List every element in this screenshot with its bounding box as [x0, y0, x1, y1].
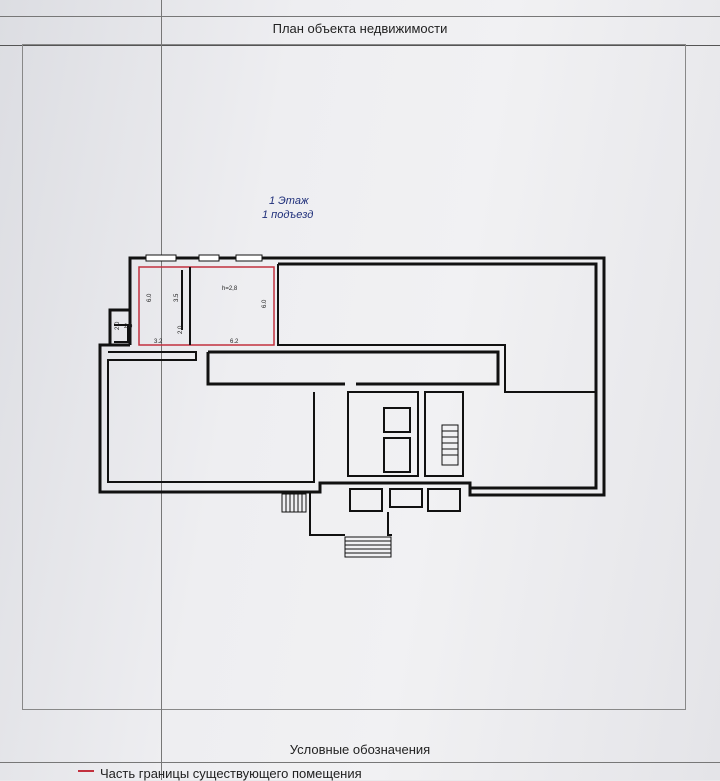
bottom-room-2 [389, 488, 423, 508]
dim-label-1: 6.0 [147, 293, 153, 302]
upper-right-room [278, 262, 598, 490]
legend-item: Часть границы существующего помещения [100, 766, 362, 781]
header-band [0, 16, 720, 46]
legend-title: Условные обозначения [289, 742, 431, 757]
highlighted-premises [138, 266, 275, 346]
bottom-wall-2 [387, 512, 392, 536]
dim-label-8: 6.2 [230, 339, 239, 345]
room-height-label: h=2,8 [222, 286, 238, 292]
left-room [107, 351, 315, 483]
dim-label-2: 3.5 [174, 293, 180, 302]
dim-label-7: 2.0 [178, 325, 184, 334]
bottom-wall [309, 492, 345, 536]
bottom-room-1 [349, 488, 383, 512]
central-block [347, 391, 419, 477]
shaft-1 [383, 407, 411, 433]
entrance-label: 1 подъезд [262, 209, 314, 221]
bottom-room-3 [427, 488, 461, 512]
left-notch-wall [108, 308, 130, 345]
room-partitions [114, 267, 191, 345]
walls [98, 256, 606, 536]
windows [145, 254, 263, 262]
dim-label-3: 6.0 [262, 299, 268, 308]
stair-block [424, 391, 464, 477]
legend-swatch [78, 770, 94, 772]
corridor-top [208, 350, 500, 386]
floor-label: 1 Этаж [269, 195, 309, 207]
dim-label-4: 2.0 [115, 321, 121, 330]
fold-line [161, 0, 162, 780]
shaft-2 [383, 437, 411, 473]
dim-label-6: 3.2 [154, 339, 163, 345]
drawing-frame [22, 44, 686, 710]
page-title: План объекта недвижимости [272, 21, 448, 36]
corridor-left [206, 352, 345, 386]
outer-wall [98, 256, 606, 497]
upper-right-inner [277, 264, 596, 393]
legend-divider [0, 762, 720, 763]
dim-label-5: 2.0 [124, 324, 133, 330]
stairs [281, 424, 459, 558]
